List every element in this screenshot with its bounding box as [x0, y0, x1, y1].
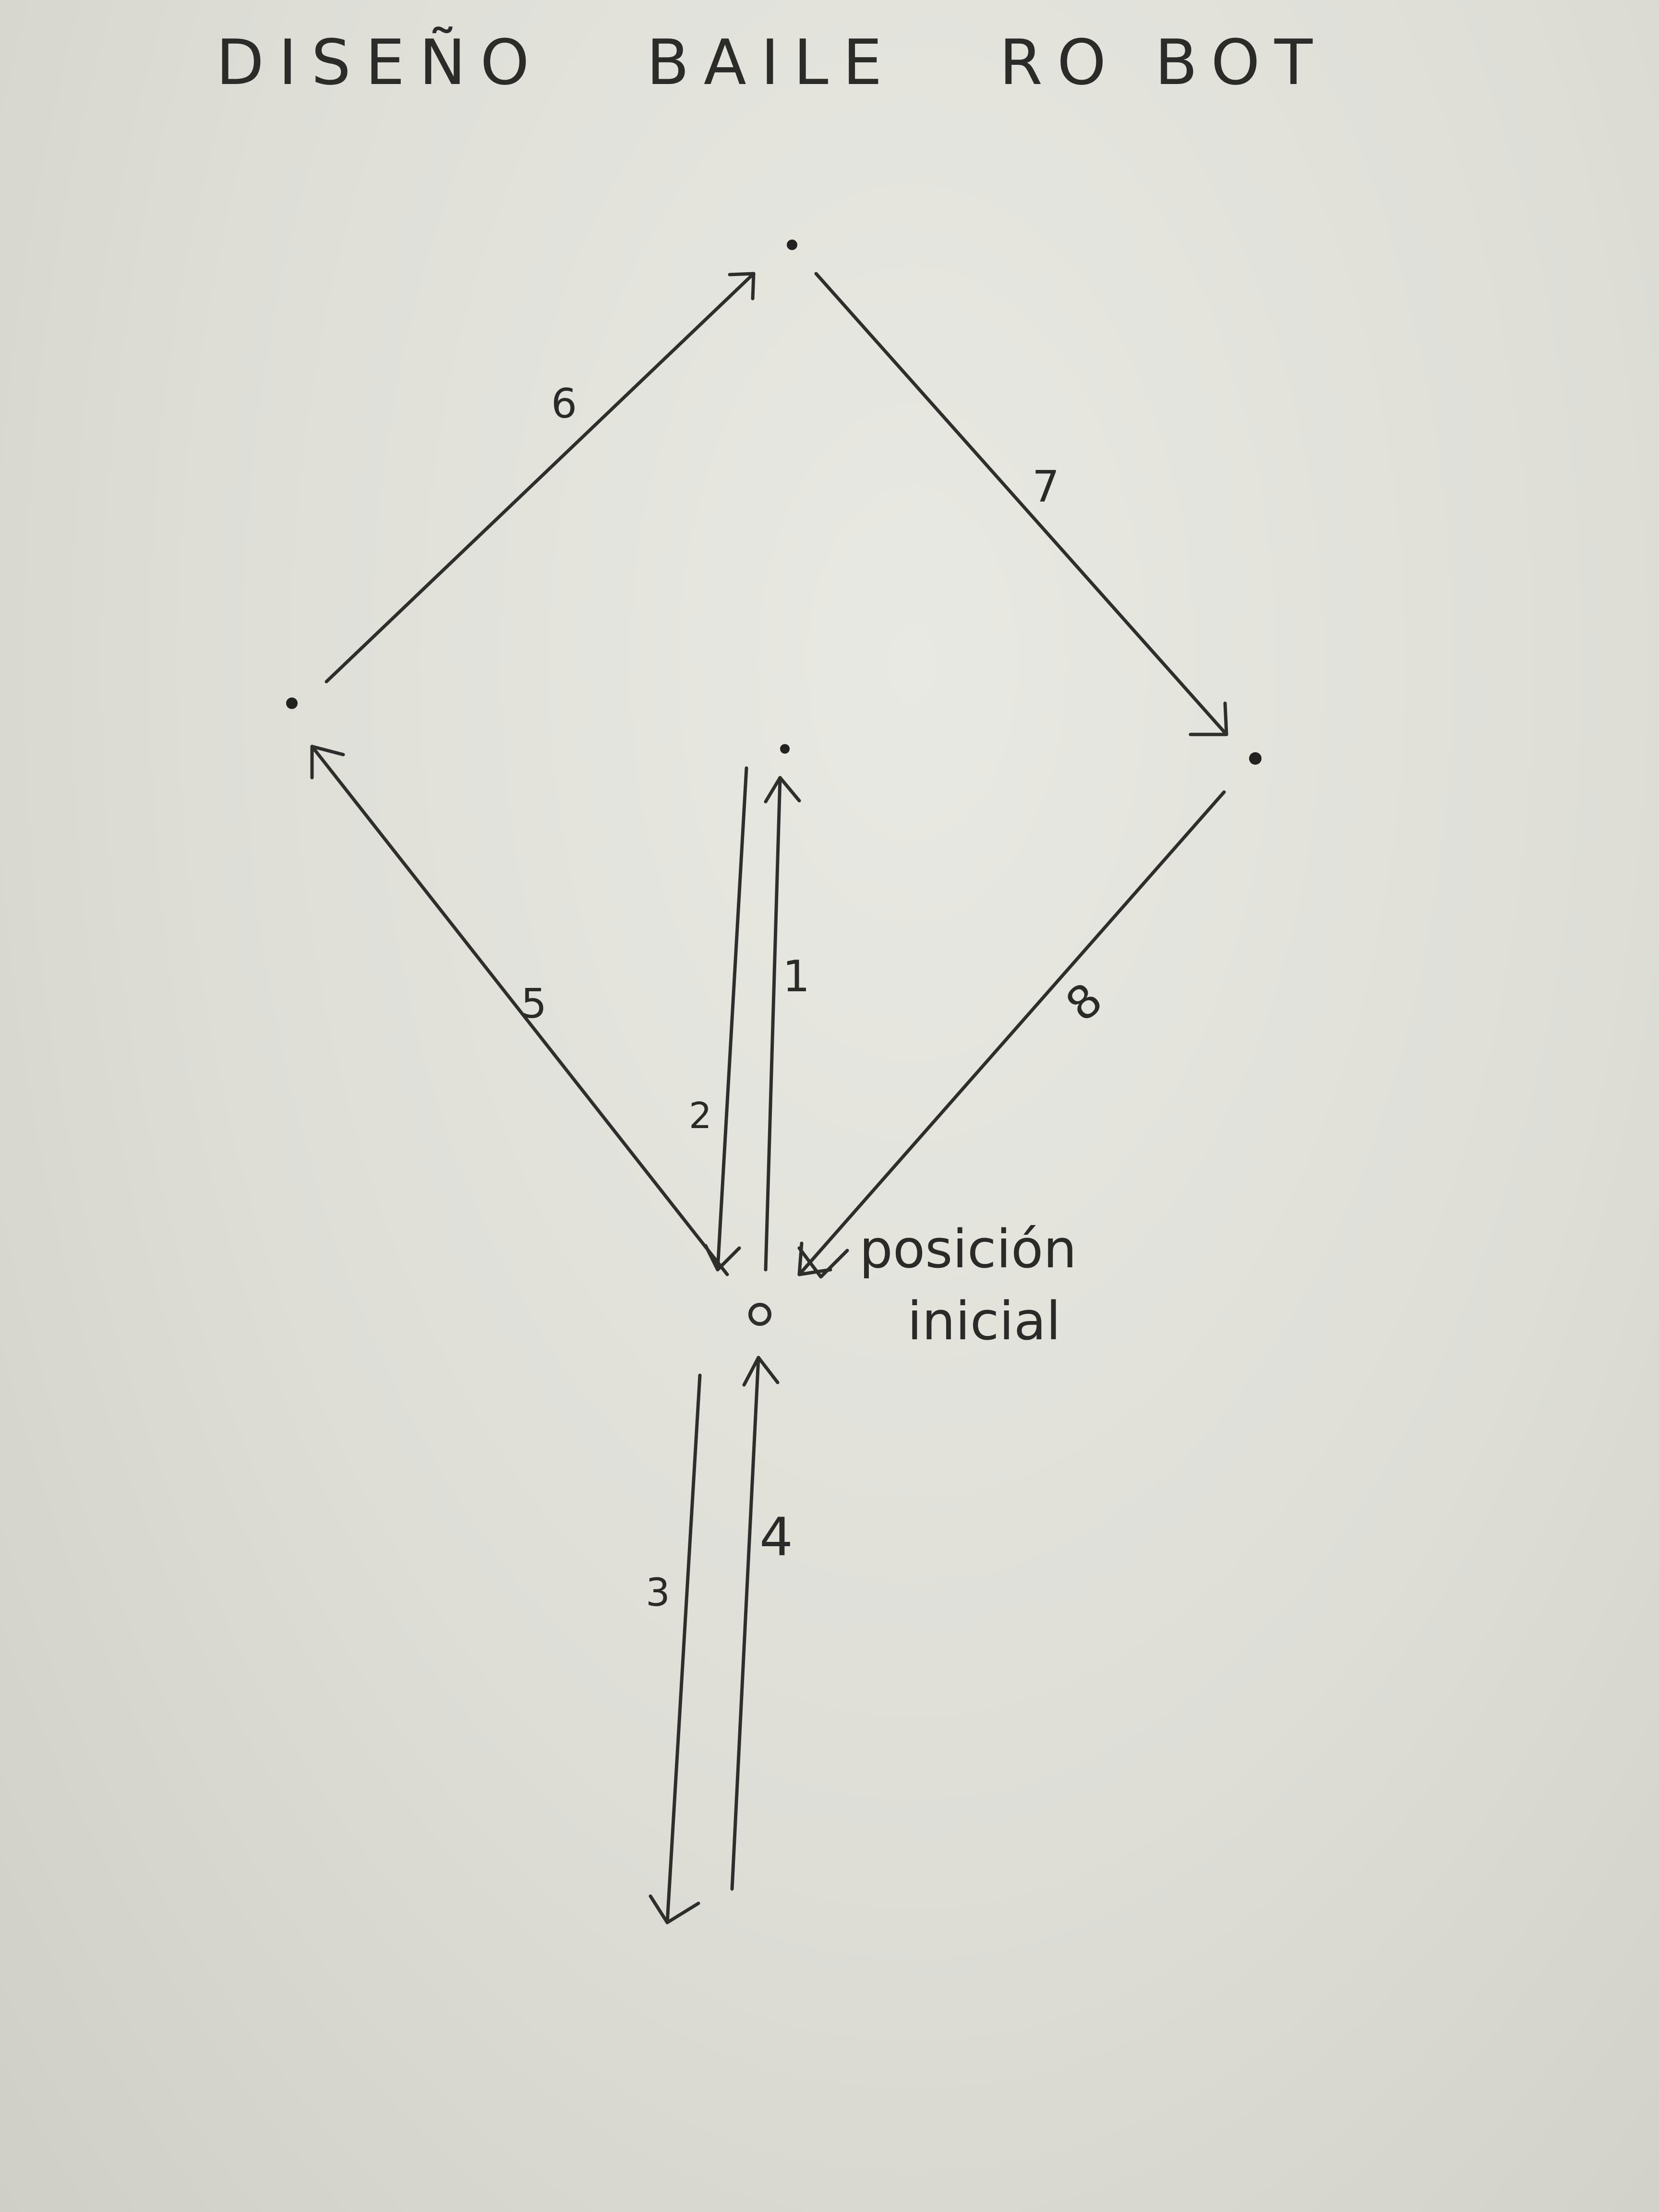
- step-2-arrow: [704, 766, 748, 1272]
- step-5-label: 5: [521, 980, 547, 1028]
- step-3-arrow: [649, 1373, 702, 1924]
- step-1-arrow: [764, 776, 801, 1272]
- step-3-label: 3: [646, 1570, 670, 1615]
- step-1-label: 1: [782, 951, 810, 1002]
- start-label-pointer: [797, 1246, 849, 1279]
- step-2-label: 2: [689, 1094, 712, 1137]
- point-left: [286, 697, 298, 709]
- step-5-arrow: [310, 745, 729, 1276]
- step-6-arrow: [325, 272, 756, 684]
- point-right: [1249, 752, 1262, 765]
- step-8-arrow: [797, 790, 1226, 1276]
- step-7-arrow: [814, 272, 1228, 736]
- point-top: [787, 240, 797, 250]
- start-position-marker: [748, 1303, 771, 1326]
- step-4-label: 4: [759, 1506, 793, 1568]
- step-8-label: 8: [1056, 973, 1112, 1032]
- point-center: [780, 744, 790, 754]
- step-7-label: 7: [1032, 462, 1059, 512]
- step-4-arrow: [730, 1356, 780, 1891]
- start-label-line-1: posición: [859, 1218, 1077, 1280]
- start-label-line-2: inicial: [907, 1290, 1061, 1352]
- step-6-label: 6: [551, 380, 577, 428]
- diagram-title: DISEÑO BAILE RO BOT: [216, 26, 1327, 99]
